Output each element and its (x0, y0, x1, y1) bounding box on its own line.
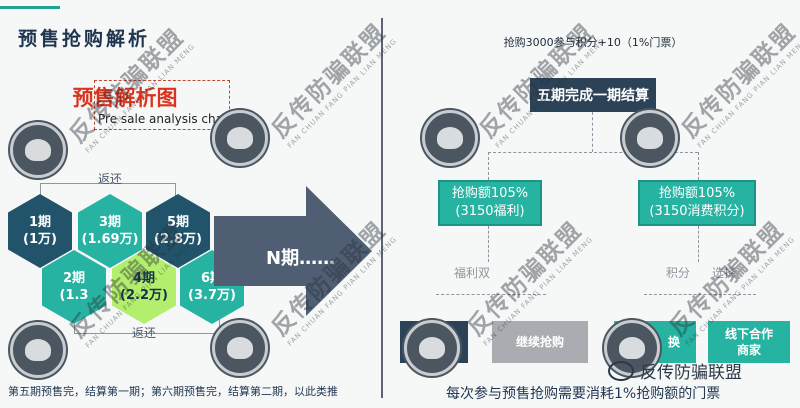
branch-points-box: 抢购额105% (3150消费积分) (638, 180, 756, 226)
points-choice-label-tail: 选择 (712, 266, 737, 280)
branch-welfare-box: 抢购额105% (3150福利) (438, 180, 542, 226)
branch-welfare-line1: 抢购额105% (451, 186, 529, 201)
connector-center-down (592, 112, 593, 152)
branch-points-line2: (3150消费积分) (649, 204, 745, 219)
return-label-top: 返还 (98, 172, 123, 186)
branch-welfare-line2: (3150福利) (455, 204, 525, 219)
action-continue-buy: 继续抢购 (492, 321, 588, 363)
brand-watermark: 反传防骗联盟 (608, 358, 742, 383)
chart-subtitle: Pre sale analysis chart (98, 112, 233, 126)
hex-phase-1-label: 1期 (1万) (23, 215, 57, 247)
connector-welfare-down (488, 226, 489, 262)
seal-logo (404, 320, 460, 376)
panel-divider (381, 18, 383, 398)
return-line-top (40, 183, 176, 201)
connector-points-down (698, 226, 699, 262)
settlement-box: 五期完成一期结算 (530, 78, 656, 112)
hex-phase-4-label: 4期 (2.2万) (120, 271, 168, 303)
connector-welfare-split (436, 294, 546, 295)
action-offline-merchant: 线下合作 商家 (708, 321, 790, 363)
seal-logo (622, 110, 678, 166)
top-note: 抢购3000参与积分+10（1%门票） (503, 36, 683, 49)
seal-logo (212, 110, 268, 166)
return-line-bottom (74, 318, 220, 334)
right-footer-note: 每次参与预售抢购需要消耗1%抢购额的门票 (446, 386, 721, 402)
connector-horizontal (488, 152, 698, 153)
points-choice-label: 积分 (666, 266, 691, 280)
left-panel: 预售抢购解析 预售解析图 Pre sale analysis chart 返还 … (0, 0, 380, 408)
hex-phase-3-label: 3期 (1.69万) (81, 215, 139, 247)
seal-logo (604, 320, 660, 376)
seal-logo (10, 122, 66, 178)
title-accent-bar (0, 6, 60, 9)
seal-logo (212, 320, 268, 376)
left-footer-note: 第五期预售完，结算第一期；第六期预售完，结算第二期，以此类推 (8, 385, 338, 398)
hex-phase-2-label: 2期 (1.3 (59, 271, 89, 303)
hex-phase-4: 4期 (2.2万) (112, 250, 176, 324)
chart-title-frame (94, 80, 230, 130)
welfare-choice-label: 福利双 (454, 266, 491, 280)
return-label-bottom: 返还 (132, 326, 157, 340)
hex-phase-5-label: 5期 (2.8万) (154, 215, 202, 247)
next-phases-arrow (214, 186, 372, 316)
hex-phase-6: 6期 (3.7万) (180, 250, 244, 324)
connector-points-split (644, 294, 756, 295)
connector-right-down (698, 152, 699, 180)
next-phases-label: N期…… (266, 248, 336, 269)
seal-logo (10, 322, 66, 378)
hex-phase-2: 2期 (1.3 (42, 250, 106, 324)
wechat-icon (608, 360, 634, 381)
brand-text: 反传防骗联盟 (640, 363, 742, 383)
connector-left-down (488, 152, 489, 180)
page-title: 预售抢购解析 (18, 28, 151, 50)
seal-logo (422, 110, 478, 166)
branch-points-line1: 抢购额105% (658, 186, 736, 201)
chart-title: 预售解析图 (72, 86, 178, 110)
